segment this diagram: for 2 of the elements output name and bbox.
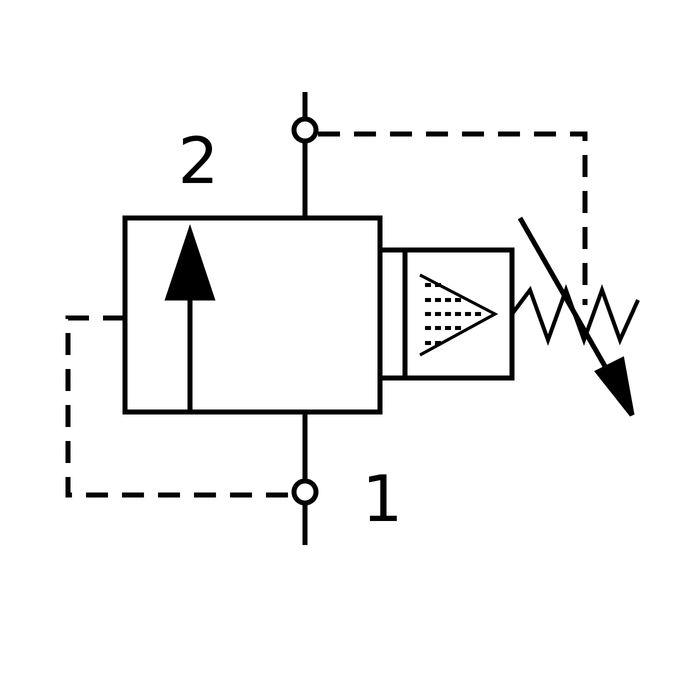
port-number: 1 bbox=[362, 468, 403, 532]
port-number: 2 bbox=[178, 130, 219, 194]
